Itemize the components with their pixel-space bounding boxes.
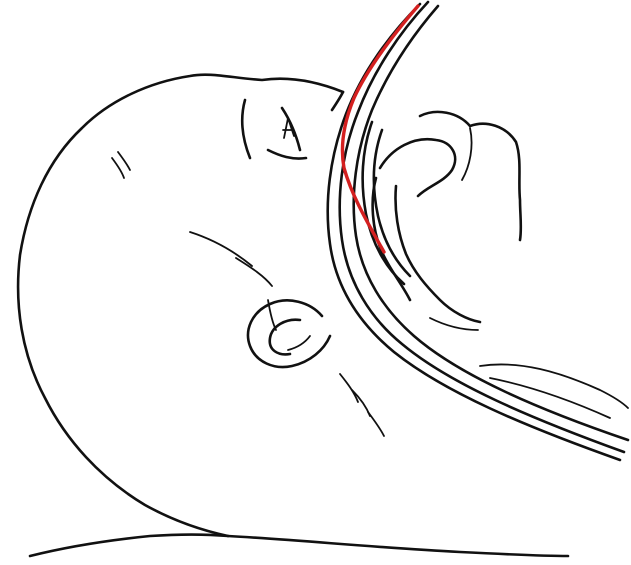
eye-marks	[112, 152, 130, 178]
head-outline	[18, 75, 343, 536]
oral-cavity	[373, 112, 521, 322]
ear	[248, 300, 330, 367]
shoulder-outline	[30, 535, 568, 557]
face-profile	[242, 100, 306, 159]
facial-creases	[190, 232, 276, 330]
neck-creases	[340, 374, 384, 436]
